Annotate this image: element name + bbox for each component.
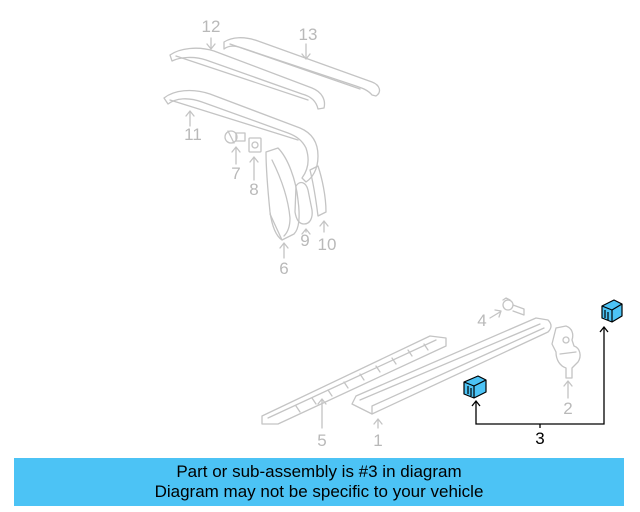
part-5-step-plate (261, 335, 447, 425)
part-13-roof-molding (223, 37, 381, 97)
info-banner: Part or sub-assembly is #3 in diagram Di… (14, 458, 624, 506)
part-3-clip-left[interactable] (463, 375, 487, 399)
part-9-pad (294, 181, 313, 225)
callout-13: 13 (298, 25, 318, 44)
part-2-bracket (551, 325, 581, 379)
callout-1: 1 (373, 431, 383, 450)
leader-lines (185, 37, 573, 429)
callout-7: 7 (231, 164, 241, 183)
callout-9: 9 (300, 231, 310, 250)
part-4-screw (502, 297, 525, 316)
banner-line-disclaimer: Diagram may not be specific to your vehi… (154, 482, 484, 501)
part-3-leader-bracket (471, 325, 609, 428)
callout-6: 6 (279, 259, 289, 278)
callout-2: 2 (563, 399, 573, 418)
callout-11: 11 (184, 125, 202, 144)
part-7-clip (224, 130, 246, 144)
parts-diagram (163, 37, 623, 429)
callout-12: 12 (201, 17, 221, 36)
part-6-pillar-trim (265, 147, 300, 241)
callout-5: 5 (317, 431, 327, 450)
part-11-roof-molding (163, 89, 319, 183)
part-8-fastener (248, 137, 262, 153)
callout-3[interactable]: 3 (535, 429, 545, 448)
part-12-roof-molding (169, 47, 326, 110)
part-10-strip (309, 165, 327, 217)
part-3-clip-right[interactable] (601, 299, 623, 323)
callout-10: 10 (317, 235, 337, 254)
part-3-clip-assembly[interactable] (463, 299, 623, 428)
part-1-rocker-molding (351, 317, 552, 415)
callout-4: 4 (477, 311, 487, 330)
banner-line-part-number: Part or sub-assembly is #3 in diagram (176, 462, 462, 481)
callout-8: 8 (249, 180, 259, 199)
